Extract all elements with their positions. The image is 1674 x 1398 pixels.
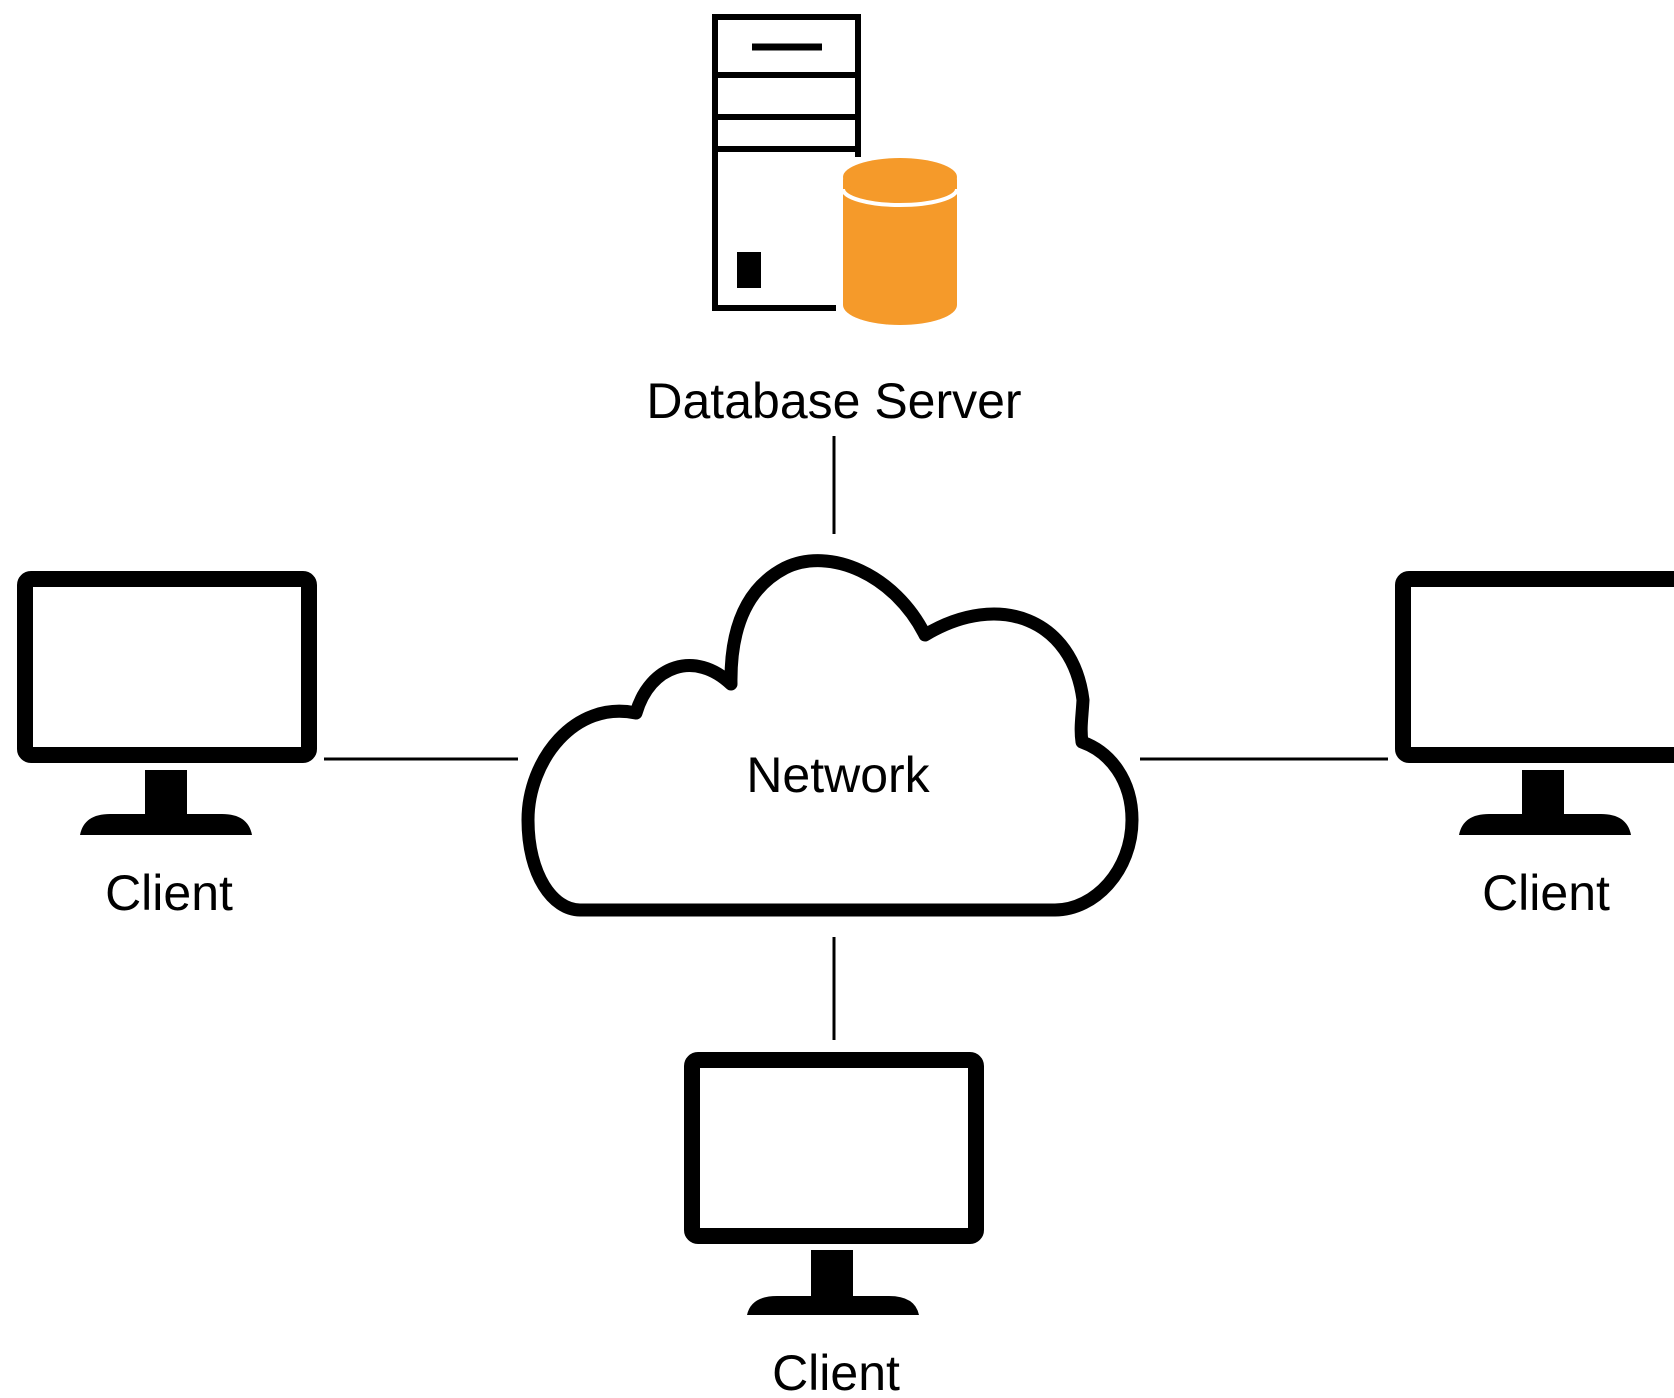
monitor-neck	[811, 1250, 853, 1296]
monitor-icon	[684, 1052, 984, 1315]
monitor-screen	[17, 571, 317, 763]
database-cylinder-rim	[841, 188, 959, 207]
monitor-neck	[145, 770, 187, 815]
server-indicator-icon	[737, 252, 761, 288]
monitor-screen	[1395, 571, 1674, 763]
database-server-node: Database Server	[646, 14, 1022, 429]
monitor-base	[747, 1296, 919, 1315]
monitor-icon	[17, 571, 317, 835]
client-node-left: Client	[17, 571, 317, 921]
client-label-right: Client	[1482, 865, 1610, 921]
client-label-left: Client	[105, 865, 233, 921]
monitor-neck	[1522, 770, 1564, 815]
network-node: Network	[521, 554, 1139, 917]
cloud-icon	[521, 554, 1139, 917]
network-label: Network	[746, 747, 930, 803]
client-label-bottom: Client	[772, 1345, 900, 1398]
monitor-base	[1459, 814, 1631, 835]
connections	[324, 436, 1388, 1040]
monitor-screen	[684, 1052, 984, 1244]
client-node-bottom: Client	[684, 1052, 984, 1398]
monitor-icon	[1395, 571, 1674, 835]
server-tower-icon	[712, 14, 861, 311]
database-cylinder-icon	[841, 158, 959, 325]
client-node-right: Client	[1395, 571, 1674, 921]
monitor-base	[80, 814, 252, 835]
database-server-label: Database Server	[646, 373, 1021, 429]
database-cylinder-top	[843, 158, 957, 196]
